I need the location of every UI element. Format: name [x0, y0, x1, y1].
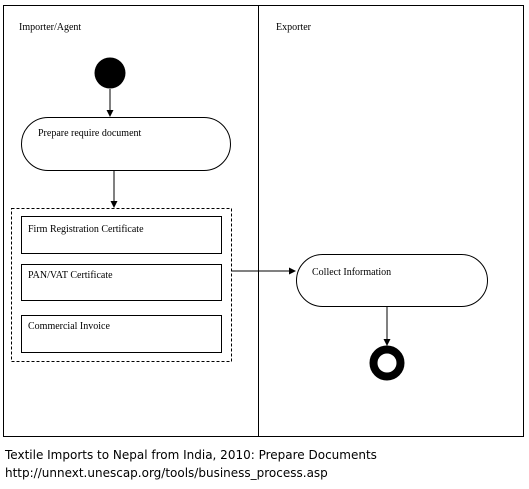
initial-node — [94, 57, 126, 89]
caption-source-url: http://unnext.unescap.org/tools/business… — [5, 466, 328, 480]
documents-group — [11, 208, 232, 362]
document-commercial-invoice-label: Commercial Invoice — [28, 321, 110, 332]
activity-diagram: Importer/Agent Exporter Prepare require … — [3, 5, 524, 437]
lane-title-exporter: Exporter — [276, 22, 312, 33]
action-prepare-document-label: Prepare require document — [38, 128, 142, 139]
action-collect-information-label: Collect Information — [312, 267, 391, 278]
action-collect-information — [296, 254, 488, 307]
lane-title-importer-agent: Importer/Agent — [19, 22, 81, 33]
document-firm-registration — [21, 216, 222, 254]
swimlane-frame — [3, 5, 524, 437]
document-firm-registration-label: Firm Registration Certificate — [28, 224, 144, 235]
document-commercial-invoice — [21, 315, 222, 353]
figure-caption: Textile Imports to Nepal from India, 201… — [5, 446, 377, 482]
final-node — [369, 345, 405, 381]
caption-title: Textile Imports to Nepal from India, 201… — [5, 448, 377, 462]
document-pan-vat — [21, 264, 222, 301]
document-pan-vat-label: PAN/VAT Certificate — [28, 270, 113, 281]
action-prepare-document — [21, 117, 231, 171]
